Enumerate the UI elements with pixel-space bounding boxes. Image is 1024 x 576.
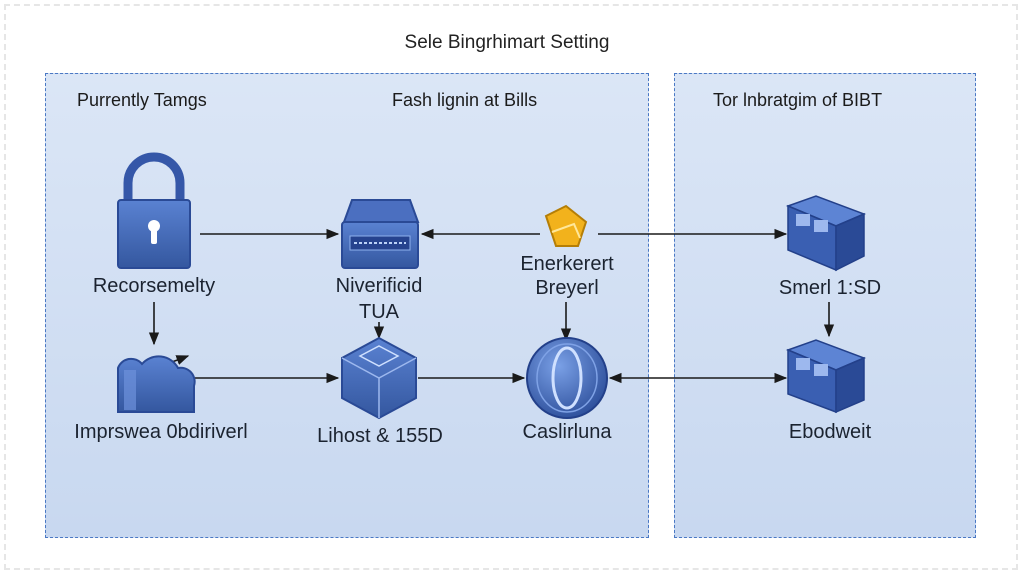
sphere-label: Caslirluna (522, 421, 612, 443)
terminal-label-line2: TUA (359, 301, 399, 323)
left-panel-heading-b: Fash lignin at Bills (392, 90, 538, 110)
cube-icon (341, 336, 417, 420)
cloud-icon (117, 355, 196, 413)
left-panel (45, 73, 649, 538)
connectors (148, 228, 835, 384)
cloud-label: Imprswea 0bdiriverl (74, 421, 248, 443)
lock-label: Recorsemelty (92, 275, 216, 297)
right-panel-heading: Tor lnbratgim of BIBT (713, 90, 883, 110)
server-bottom-icon (785, 339, 867, 414)
terminal-label-line1: Niverificid (335, 275, 423, 297)
key-icon (544, 204, 588, 247)
server-top-icon (785, 195, 867, 272)
server-top-label: Smerl 1:SD (778, 277, 882, 299)
key-label-line2: Breyerl (535, 277, 599, 299)
sphere-icon (526, 337, 608, 419)
terminal-icon (341, 199, 420, 269)
cube-label: Lihost & 155D (317, 425, 443, 447)
left-panel-heading-a: Purrently Tamgs (77, 90, 207, 110)
diagram-title: Sele Bingrhimart Setting (404, 32, 610, 53)
lock-icon (117, 152, 191, 269)
small-connector-arrow (171, 355, 190, 365)
page-frame (4, 4, 1018, 570)
key-label-line1: Enerkerert (520, 253, 614, 275)
right-panel (674, 73, 976, 538)
server-bottom-label: Ebodweit (788, 421, 872, 443)
